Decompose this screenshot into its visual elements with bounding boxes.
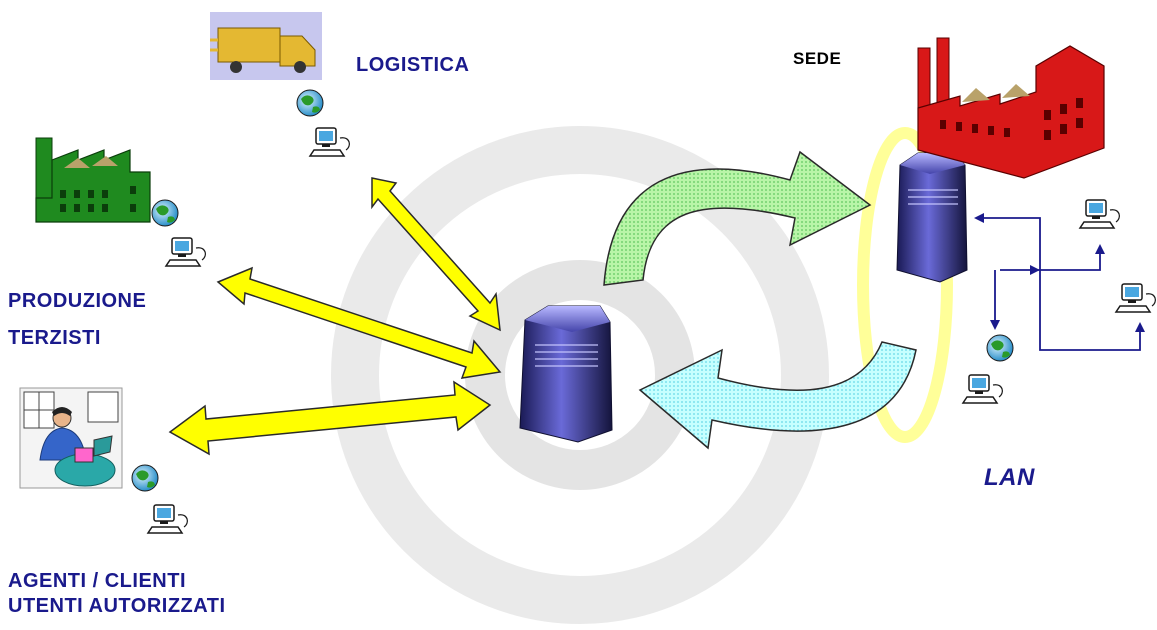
computer-icon <box>309 127 351 157</box>
label-agenti-clienti: AGENTI / CLIENTI <box>8 570 186 592</box>
agent-person-icon <box>19 387 123 489</box>
truck-icon <box>210 12 322 80</box>
red-factory-icon <box>917 37 1105 179</box>
computer-icon <box>1079 199 1121 229</box>
label-utenti-autorizzati: UTENTI AUTORIZZATI <box>8 595 226 617</box>
label-sede: SEDE <box>793 49 842 68</box>
arrow-agenti-center <box>168 380 492 456</box>
cyan-arrow-from-sede <box>638 341 917 450</box>
globe-icon <box>151 199 179 227</box>
globe-icon <box>296 89 324 117</box>
label-terzisti: TERZISTI <box>8 327 101 349</box>
computer-icon <box>962 374 1004 404</box>
arrow-produzione-center <box>216 266 502 379</box>
sede-server-icon <box>896 152 968 283</box>
globe-icon <box>131 464 159 492</box>
lan-connections <box>978 217 1141 351</box>
globe-icon <box>986 334 1014 362</box>
label-lan: LAN <box>984 464 1035 491</box>
lan-arrowheads <box>974 213 1145 332</box>
lan-ring <box>857 127 953 443</box>
green-arrow-to-sede <box>603 150 872 286</box>
computer-icon <box>1115 283 1157 313</box>
green-factory-icon <box>35 137 151 223</box>
central-server-icon <box>519 305 613 443</box>
computer-icon <box>165 237 207 267</box>
label-produzione: PRODUZIONE <box>8 290 147 312</box>
computer-icon <box>147 504 189 534</box>
arrow-logistica-center <box>371 177 501 332</box>
yellow-arrows <box>168 177 502 456</box>
label-logistica: LOGISTICA <box>356 54 470 76</box>
